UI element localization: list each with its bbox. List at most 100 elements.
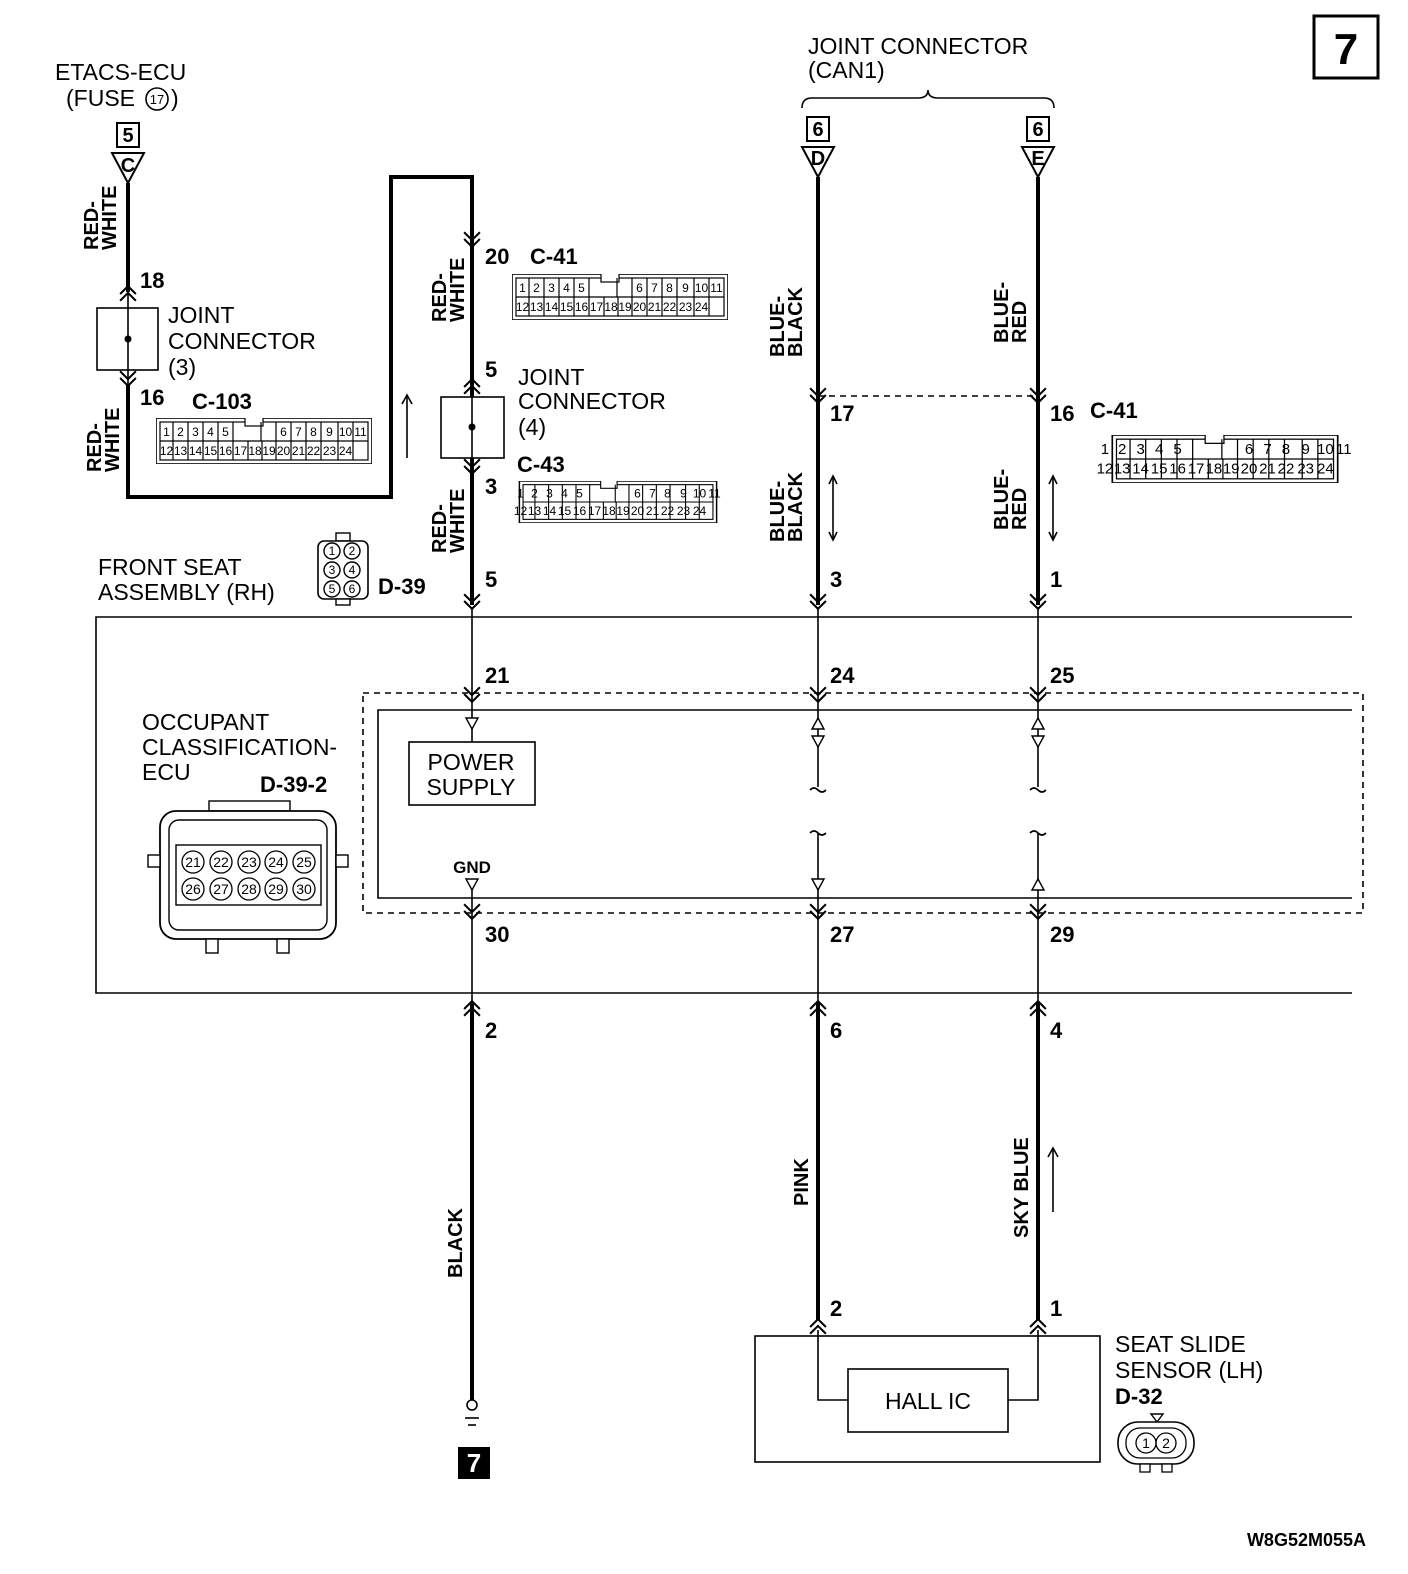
c103-pins-pin: 9 [326,425,333,439]
jc3-pin-top: 18 [140,268,164,293]
c41-right-pins-pin: 11 [1336,441,1352,458]
c41-top-pins-pin: 3 [548,281,555,295]
c41-top-pins-pin: 19 [618,300,632,314]
ecu-pin-24: 24 [830,663,855,688]
c41-top-pins-pin: 13 [530,300,544,314]
c43-pins-pin: 23 [677,504,691,518]
sensor-line2: SENSOR (LH) [1115,1357,1263,1383]
c41-right-pins-pin: 13 [1114,461,1131,478]
svg-text:6: 6 [349,582,356,596]
etacs-title: ETACS-ECU [55,59,186,85]
c43-pins-pin: 14 [543,504,557,518]
c41-right-pins-pin: 5 [1173,441,1181,458]
svg-text:RED-: RED- [429,273,451,322]
sensor-pin-1: 1 [1050,1296,1062,1321]
diagram-code: W8G52M055A [1247,1530,1366,1550]
can1-brace [801,89,1055,109]
label-black: BLACK [445,1207,467,1278]
fuse-suffix: ) [171,85,179,111]
c41-right-pins-pin: 16 [1169,461,1186,478]
c43-pins-pin: 18 [602,504,616,518]
svg-text:22: 22 [213,854,229,870]
c41-right-pins-pin: 10 [1317,441,1334,458]
flow-arrow-up [1047,1146,1059,1212]
jc4-splice-dot [468,423,476,431]
c41-top-pins-pin: 17 [590,300,604,314]
svg-text:2: 2 [1162,1435,1170,1451]
front-seat-line1: FRONT SEAT [98,554,242,580]
c41-top-pins-pin: 12 [516,300,530,314]
jc3-line2: CONNECTOR [168,328,316,354]
c103-pins-pin: 8 [310,425,317,439]
c43-pins-pin: 2 [531,486,538,500]
ground-ref-box [458,1447,490,1479]
svg-text:4: 4 [349,563,356,577]
jc-can1-title: JOINT CONNECTOR [808,33,1028,59]
svg-text:WHITE: WHITE [99,186,121,250]
svg-text:27: 27 [213,881,229,897]
svg-text:BLUE-: BLUE- [767,296,789,357]
c41-top-pins-pin: 20 [633,300,647,314]
etacs-connector-icon [110,152,146,186]
c41-right-pins-pin: 4 [1155,441,1163,458]
c41-top-pins-pin: 2 [533,281,540,295]
lower-pin-4: 4 [1050,1018,1063,1043]
break-mark-icon [1029,787,1047,793]
c41-top-pins-pin: 18 [604,300,618,314]
fuse-number: 17 [150,92,164,107]
gnd-icon [464,878,480,892]
jc-can1-sub: (CAN1) [808,57,885,83]
c43-pins-pin: 6 [634,486,641,500]
etacs-conn-letter: C [121,155,135,177]
c103-pins-pin: 6 [280,425,287,439]
etacs-conn-box-num: 5 [122,125,133,147]
svg-text:1: 1 [329,544,336,558]
c41-right-pins-pin: 18 [1206,461,1223,478]
c43-pins-pin: 7 [649,486,656,500]
svg-text:RED-: RED- [81,201,103,250]
label-blue-black-2: BLUE- BLACK [767,471,807,542]
svg-text:5: 5 [329,582,336,596]
can1-conn-d-letter: D [811,148,825,170]
etacs-conn-box [116,122,140,148]
c103-pins-pin: 12 [160,444,174,458]
c103-pins-pin: 19 [262,444,276,458]
label-red-white-1: RED- WHITE [81,186,121,250]
c41-right-pins-pin: 8 [1282,441,1290,458]
ecu-dashed-box [362,692,1364,914]
c103-pins-pin: 21 [292,444,306,458]
c41-top-id: C-41 [530,244,578,269]
c43-pins-pin: 17 [588,504,602,518]
label-red-white-2: RED- WHITE [84,408,124,472]
c41-top-pins-pin: 5 [578,281,585,295]
svg-text:28: 28 [241,881,257,897]
svg-text:21: 21 [185,854,201,870]
can1-connector-d-icon [800,146,836,180]
lower-pin-6: 6 [830,1018,842,1043]
svg-text:2: 2 [349,544,356,558]
svg-text:RED: RED [1009,301,1031,343]
d39-pin-c: 1 [1050,567,1062,592]
c43-pins-pin: 21 [646,504,660,518]
svg-text:WHITE: WHITE [102,408,124,472]
jc4-pin-top: 5 [485,357,497,382]
c41-right-pins-pin: 17 [1188,461,1205,478]
c41-right-pins-pin: 1 [1101,441,1109,458]
jc3-line3: (3) [168,354,196,380]
c41-top-pins-pin: 16 [575,300,589,314]
label-red-white-4: RED- WHITE [429,489,469,553]
svg-text:23: 23 [241,854,257,870]
jc4-line2: CONNECTOR [518,388,666,414]
jc4-pin-bot: 3 [485,474,497,499]
d39-id: D-39 [378,574,426,599]
front-seat-assembly-outline [95,616,1352,994]
can1-connector-e-icon [1020,146,1056,180]
c41-top-pins-pin: 7 [651,281,658,295]
d39-pin-a: 5 [485,567,497,592]
c103-pins-pin: 20 [277,444,291,458]
svg-text:BLACK: BLACK [785,286,807,357]
svg-text:RED-: RED- [84,423,106,472]
power-supply-box [408,741,536,806]
c103-pins-pin: 11 [354,425,367,439]
